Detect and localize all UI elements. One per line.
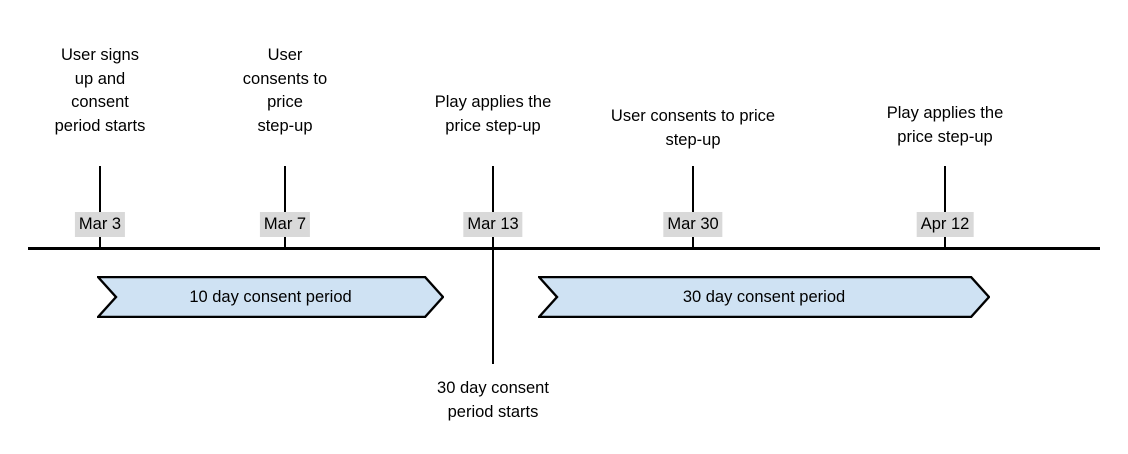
period-label-10-day: 10 day consent period [189, 288, 352, 306]
date-chip-mar-13: Mar 13 [463, 212, 523, 237]
date-chip-mar-30: Mar 30 [663, 212, 723, 237]
event-caption-mar-30: User consents to price step-up [610, 107, 776, 149]
annotation-30-day-consent-start: 30 day consent period starts [437, 379, 549, 421]
tick-mar-13 [492, 166, 494, 364]
chevron-shape-30-day [538, 276, 990, 318]
period-label-30-day: 30 day consent period [682, 288, 846, 306]
tick-mar-3 [99, 166, 101, 248]
tick-apr-12 [944, 166, 946, 248]
chevron-shape-10-day [97, 276, 444, 318]
period-banner-10-day: 10 day consent period [97, 276, 444, 318]
tick-mar-7 [284, 166, 286, 248]
date-chip-mar-3: Mar 3 [74, 212, 126, 237]
date-chip-apr-12: Apr 12 [916, 212, 974, 237]
timeline-axis [28, 247, 1100, 250]
event-caption-mar-3: User signs up and consent period starts [54, 46, 146, 135]
period-banner-30-day: 30 day consent period [538, 276, 990, 318]
date-chip-mar-7: Mar 7 [259, 212, 311, 237]
tick-mar-30 [692, 166, 694, 248]
event-caption-mar-13: Play applies the price step-up [434, 93, 552, 135]
event-caption-mar-7: User consents to price step-up [242, 46, 328, 135]
event-caption-apr-12: Play applies the price step-up [886, 104, 1004, 146]
